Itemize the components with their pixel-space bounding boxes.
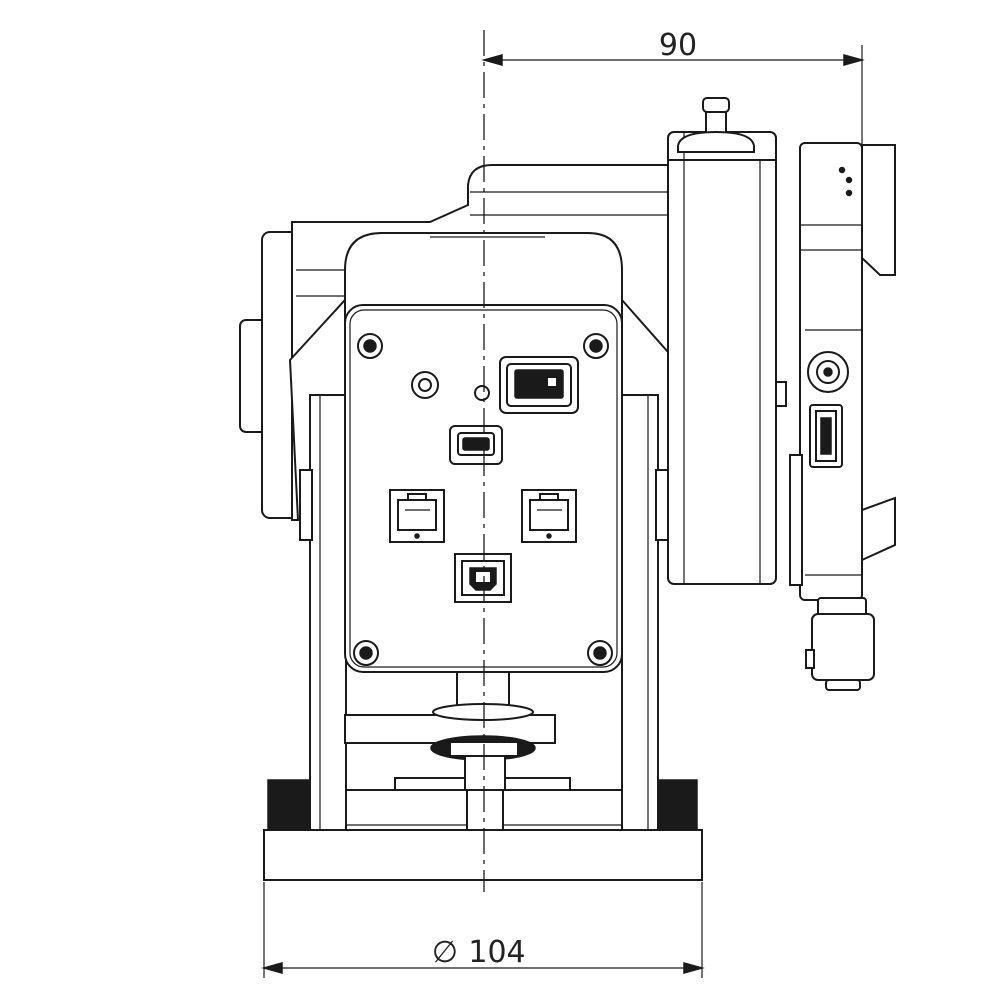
bottom-dimension: ∅ 104 (261, 882, 705, 978)
base-plate (263, 779, 703, 881)
screw-icon (583, 333, 609, 359)
ethernet-port-left-icon (389, 489, 445, 543)
dc-jack-icon (807, 351, 849, 393)
center-shaft (430, 667, 536, 831)
side-arm-left (288, 297, 347, 831)
usb-b-port-icon (454, 553, 512, 603)
ethernet-port-right-icon (521, 489, 577, 543)
dimension-104-label: 104 (468, 935, 525, 970)
control-panel (344, 304, 623, 673)
screw-icon (353, 640, 379, 666)
side-usb-port-icon (809, 404, 843, 468)
diameter-symbol: ∅ (432, 935, 458, 970)
top-dimension: 90 (481, 28, 865, 145)
power-switch-icon (499, 356, 579, 414)
side-arm-right (621, 297, 677, 831)
dimension-90-label: 90 (659, 28, 697, 63)
led-indicator-icon (474, 385, 490, 401)
usb-port-icon (449, 425, 503, 465)
bottom-post (805, 597, 875, 691)
screw-icon (357, 333, 383, 359)
screw-icon (587, 640, 613, 666)
status-knob-icon (411, 371, 439, 399)
right-side-block (667, 131, 787, 585)
top-connector-icon (677, 97, 755, 153)
